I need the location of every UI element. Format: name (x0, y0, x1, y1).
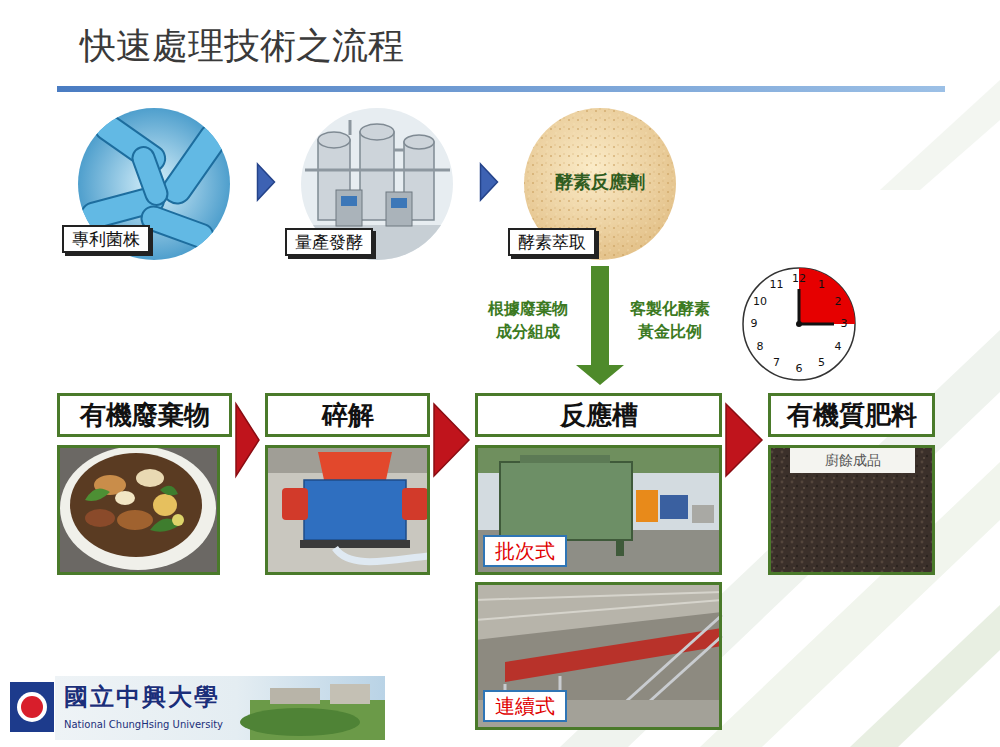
flow-arrow (726, 404, 762, 476)
process-column: 有機廢棄物 (57, 393, 232, 575)
slide-title: 快速處理技術之流程 (80, 24, 404, 68)
clock-number: 5 (813, 356, 831, 370)
flow-arrow (434, 404, 469, 476)
sign-text: 廚餘成品 (792, 451, 913, 469)
clock-number: 12 (790, 272, 808, 286)
clock-number: 10 (751, 295, 769, 309)
tag-label: 量產發酵 (285, 228, 373, 256)
process-column: 反應槽批次式連續式 (475, 393, 722, 730)
header-box: 碎解 (265, 393, 430, 437)
header-box: 有機質肥料 (768, 393, 935, 437)
side-note: 根據廢棄物 成分組成 (480, 297, 576, 343)
photo-panel: 連續式 (475, 582, 722, 730)
clock-number: 3 (835, 317, 853, 331)
header-box: 反應槽 (475, 393, 722, 437)
tag-label: 酵素萃取 (508, 228, 596, 256)
header-box: 有機廢棄物 (57, 393, 232, 437)
photo-label: 連續式 (483, 690, 567, 722)
flow-arrow (576, 266, 624, 385)
flow-arrow (258, 164, 275, 200)
process-column: 有機質肥料 (768, 393, 935, 575)
photo-panel: 批次式 (475, 445, 722, 575)
circle-node: 酵素反應劑酵素萃取 (524, 108, 676, 260)
clock-number: 4 (829, 340, 847, 354)
clock-number: 2 (829, 295, 847, 309)
clock-number: 7 (768, 356, 786, 370)
logo-subtitle: National ChungHsing University (64, 718, 223, 731)
photo-label: 批次式 (483, 535, 567, 567)
flow-arrow (481, 164, 498, 200)
clock-number: 8 (751, 340, 769, 354)
circle-node: 專利菌株 (78, 108, 230, 260)
flow-arrow (236, 404, 259, 476)
clock-number: 1 (813, 278, 831, 292)
circle-node: 量產發酵 (301, 108, 453, 260)
tag-label: 專利菌株 (62, 225, 150, 253)
center-text: 酵素反應劑 (524, 170, 676, 194)
side-note: 客製化酵素 黃金比例 (620, 297, 720, 343)
process-column: 碎解 (265, 393, 430, 575)
clock-number: 9 (745, 317, 763, 331)
logo-name: 國立中興大學 (64, 681, 220, 713)
clock-number: 6 (790, 362, 808, 376)
clock-number: 11 (768, 278, 786, 292)
